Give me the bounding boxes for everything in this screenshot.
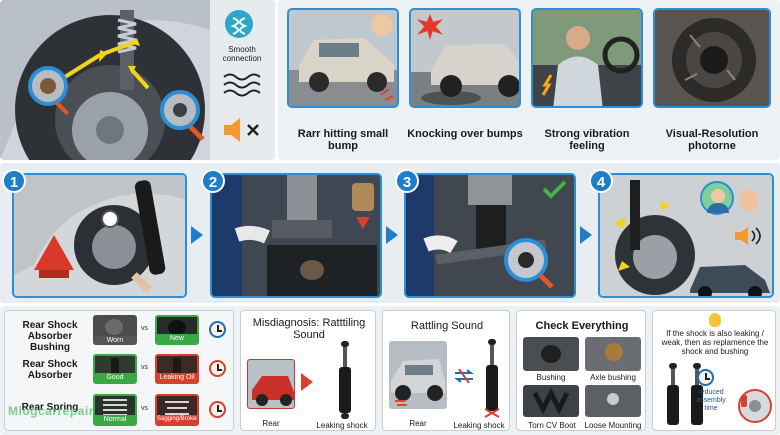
bottom-band: Rear Shock Absorber Bushing Worn vs New … (0, 306, 780, 435)
misdiagnosis-title: Misdiagnosis: Ratttiling Sound (252, 317, 366, 341)
check-everything-card: Check Everything Bushing Axle bushing To… (516, 310, 646, 431)
clock-icon (209, 401, 226, 418)
speaker-sound-icon (735, 227, 761, 245)
worn-bushing-thumb: Worn (93, 315, 137, 345)
recommendation-card: If the shock is also leaking / weak, the… (652, 310, 776, 431)
recommendation-text: If the shock is also leaking / weak, the… (661, 329, 769, 356)
magnifier-mount-icon (160, 90, 200, 130)
good-tag: Good (95, 373, 135, 382)
suspension-coil-icon (225, 10, 253, 38)
rear-car-thumb (247, 359, 295, 409)
comparison-row-3-label: Rear Spring (21, 402, 79, 413)
worn-tag: Worn (93, 336, 137, 345)
sagging-broken-tag: Sagging/Broken (157, 415, 199, 424)
lightbulb-icon (709, 313, 721, 327)
normal-spring-thumb: Normal (93, 394, 137, 426)
misdiagnosis-card: Misdiagnosis: Ratttiling Sound Rear Leak… (240, 310, 376, 431)
symptom-title-2: Knocking over bumps (407, 128, 523, 140)
misdiagnosis-right-caption: Leaking shock (316, 421, 368, 430)
reduced-time-clock-icon (697, 369, 714, 386)
step-1-photo (12, 173, 187, 298)
comparison-row-2-label: Rear Shock Absorber (22, 359, 78, 381)
symptom-title-1: Rarr hitting small bump (297, 128, 389, 152)
cv-boot-thumb (523, 385, 579, 417)
normal-tag: Normal (95, 415, 135, 424)
happy-customer-icon (700, 181, 734, 215)
step-arrow-3 (580, 226, 592, 244)
smooth-connection-label: Smooth connection (222, 45, 262, 63)
ear-icon (371, 14, 393, 36)
step-2-badge: 2 (201, 169, 225, 193)
axle-bushing-thumb (585, 337, 641, 371)
step-4-badge: 4 (589, 169, 613, 193)
symptom-photo-knocking (409, 8, 521, 108)
symptom-photo-vibration (531, 8, 643, 108)
new-tag: New (157, 334, 197, 343)
good-shock-thumb: Good (93, 354, 137, 384)
symptom-title-3: Strong vibration feeling (544, 128, 630, 152)
check-item-3: Torn CV Boot (528, 421, 576, 430)
swap-arrows-icon (454, 369, 474, 383)
clock-icon (209, 321, 226, 338)
vs-label: vs (141, 325, 148, 332)
step-3-photo (404, 173, 576, 298)
bushing-thumb (523, 337, 579, 371)
steps-band: 1 2 3 (0, 163, 780, 303)
symptom-photo-visual-bushing (653, 8, 771, 108)
misdiagnosis-arrow (301, 373, 313, 391)
brake-disc-icon (738, 389, 772, 423)
vs-label: vs (141, 405, 148, 412)
step-arrow-2 (386, 226, 398, 244)
check-everything-title: Check Everything (535, 320, 629, 332)
rear-car-rattle-thumb (389, 341, 447, 409)
loose-mounting-thumb (585, 385, 641, 417)
symptom-photo-small-bump (287, 8, 399, 108)
shock-absorber-icon (339, 341, 351, 419)
symptoms-panel: Rarr hitting small bump Knocking over bu… (278, 0, 780, 160)
broken-spring-thumb: Sagging/Broken (155, 394, 199, 426)
comparison-row-1-label: Rear Shock Absorber Bushing (22, 320, 78, 353)
step-4-photo (598, 173, 774, 298)
rattling-card: Rattling Sound Rear Leaking shock (382, 310, 510, 431)
suspension-diagram-panel: Smooth connection (0, 0, 275, 160)
rattling-right-caption: Leaking shock (453, 421, 505, 430)
check-item-2: Axle bushing (590, 373, 636, 382)
rattling-title: Rattling Sound (410, 320, 484, 332)
shock-absorber-icon (484, 339, 500, 418)
time-note: reduced assembly time (696, 389, 726, 412)
check-item-1: Bushing (536, 373, 566, 382)
check-item-4: Loose Mounting (584, 421, 642, 430)
replacement-shocks-icon (667, 363, 703, 425)
speaker-muted-icon (224, 118, 259, 142)
wave-icon (223, 73, 261, 97)
watermark: Mlogcarrepair (8, 404, 94, 418)
step-arrow-1 (191, 226, 203, 244)
leaking-shock-thumb: Leaking Oil (155, 354, 199, 384)
misdiagnosis-left-caption: Rear (262, 419, 280, 428)
comparison-card: Rear Shock Absorber Bushing Worn vs New … (4, 310, 234, 431)
magnifier-bushing-icon (28, 66, 68, 106)
leaking-oil-tag: Leaking Oil (157, 373, 197, 382)
rattling-left-caption: Rear (409, 419, 427, 428)
clock-icon (209, 360, 226, 377)
step-3-badge: 3 (395, 169, 419, 193)
vs-label: vs (141, 364, 148, 371)
wheel-suspension-illustration (0, 0, 210, 160)
new-bushing-thumb: New (155, 315, 199, 345)
symptom-title-4: Visual-Resolution photorne (665, 128, 759, 152)
ear-listen-icon (740, 189, 758, 211)
step-2-photo (210, 173, 382, 298)
step-1-badge: 1 (2, 169, 26, 193)
